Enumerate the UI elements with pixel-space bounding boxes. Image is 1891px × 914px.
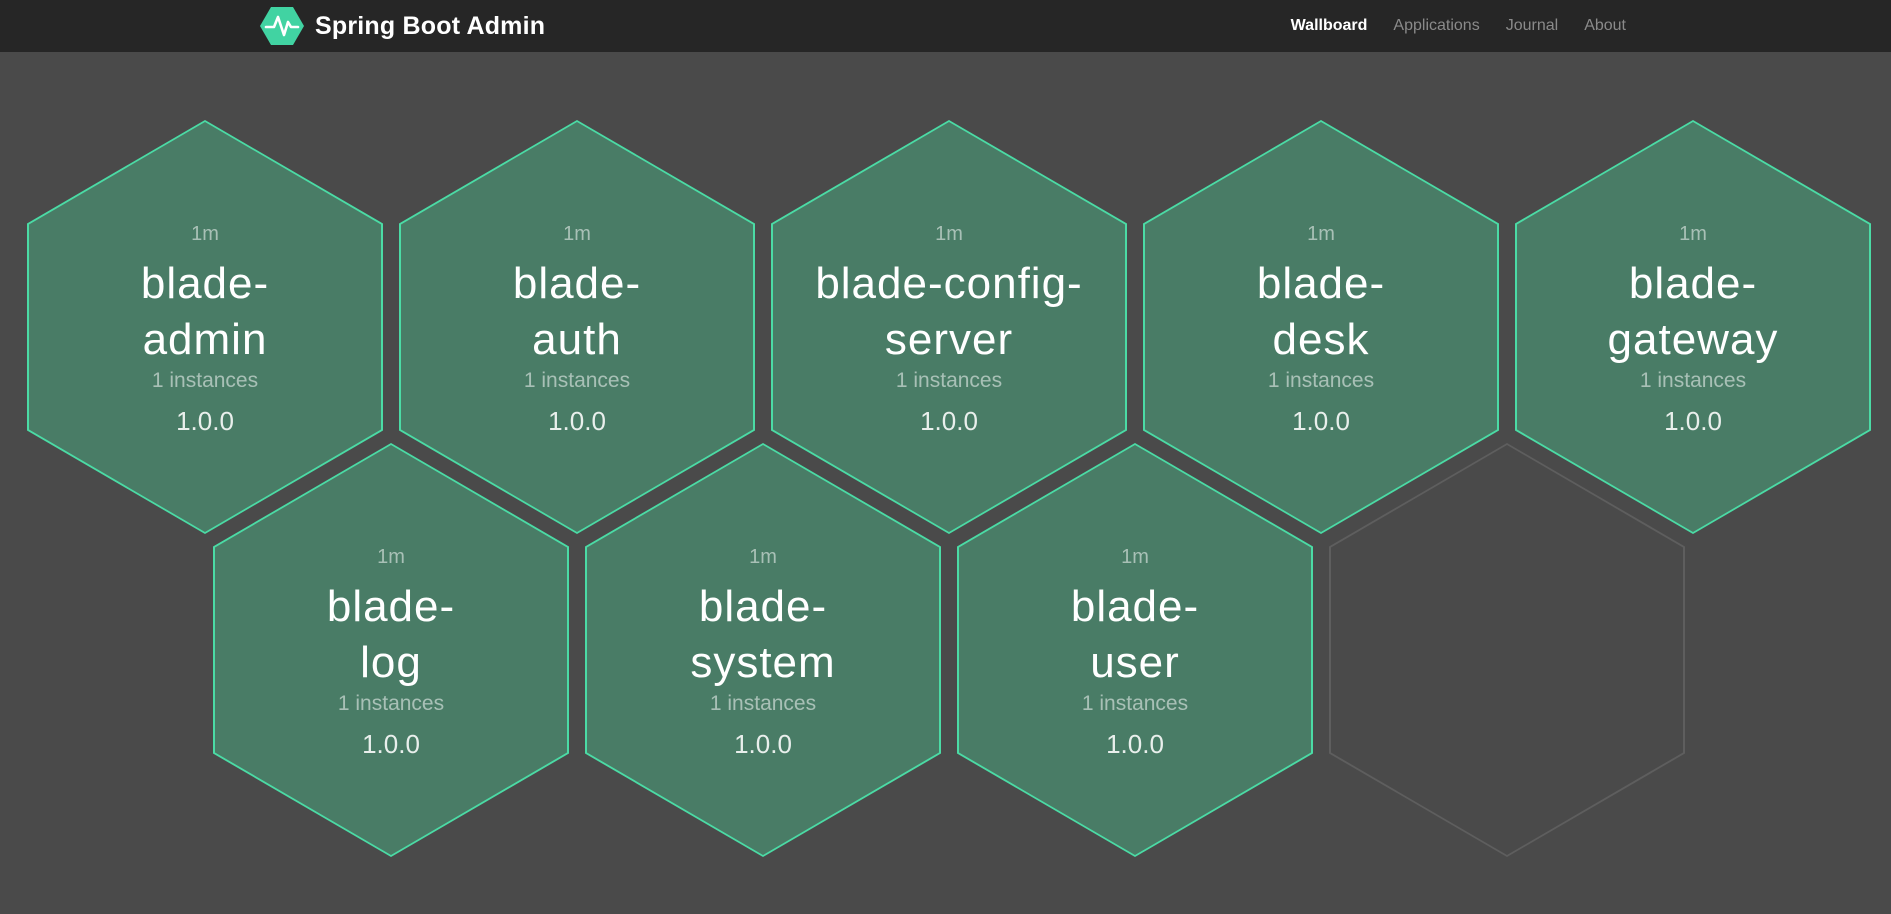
app-name: blade-user bbox=[959, 579, 1311, 691]
uptime-label: 1m bbox=[935, 223, 963, 245]
app-version: 1.0.0 bbox=[734, 729, 792, 759]
app-name: blade-desk bbox=[1145, 256, 1497, 368]
app-name-line2: log bbox=[360, 638, 422, 687]
instances-count: 1 instances bbox=[151, 369, 259, 392]
app-name: blade-system bbox=[587, 579, 939, 691]
app-version: 1.0.0 bbox=[1292, 406, 1350, 436]
app-name-line1: blade- bbox=[1070, 582, 1200, 631]
app-name: blade-admin bbox=[29, 256, 381, 368]
app-name-line2: gateway bbox=[1607, 315, 1779, 364]
app-header: Spring Boot Admin Wallboard Applications J… bbox=[0, 0, 1891, 52]
uptime-label: 1m bbox=[1679, 223, 1707, 245]
instances-count: 1 instances bbox=[523, 369, 631, 392]
uptime-label: 1m bbox=[1121, 546, 1149, 568]
app-name-line1: blade- bbox=[512, 259, 642, 308]
instances-count: 1 instances bbox=[1081, 692, 1189, 715]
app-name-line2: user bbox=[1090, 638, 1180, 687]
spring-boot-admin-logo-icon bbox=[260, 7, 304, 45]
app-name-line2: system bbox=[690, 638, 836, 687]
app-name: blade-gateway bbox=[1517, 256, 1869, 368]
app-name: blade-config-server bbox=[773, 256, 1125, 368]
app-version: 1.0.0 bbox=[362, 729, 420, 759]
main-nav: Wallboard Applications Journal About bbox=[1291, 17, 1626, 35]
app-name-line2: admin bbox=[142, 315, 268, 364]
app-title: Spring Boot Admin bbox=[315, 11, 546, 40]
nav-item-wallboard[interactable]: Wallboard bbox=[1290, 17, 1368, 34]
instances-count: 1 instances bbox=[1639, 369, 1747, 392]
instances-count: 1 instances bbox=[1267, 369, 1375, 392]
app-name-line2: desk bbox=[1272, 315, 1370, 364]
app-version: 1.0.0 bbox=[1664, 406, 1722, 436]
hexagon-tile-empty bbox=[1329, 443, 1685, 857]
nav-item-about[interactable]: About bbox=[1584, 17, 1626, 34]
app-version: 1.0.0 bbox=[548, 406, 606, 436]
uptime-label: 1m bbox=[563, 223, 591, 245]
app-name-line2: auth bbox=[532, 315, 622, 364]
nav-item-journal[interactable]: Journal bbox=[1505, 17, 1559, 34]
app-name-line2: server bbox=[884, 315, 1014, 364]
brand[interactable]: Spring Boot Admin bbox=[260, 6, 545, 46]
instances-count: 1 instances bbox=[895, 369, 1003, 392]
instances-count: 1 instances bbox=[709, 692, 817, 715]
app-version: 1.0.0 bbox=[920, 406, 978, 436]
uptime-label: 1m bbox=[377, 546, 405, 568]
app-version: 1.0.0 bbox=[1106, 729, 1164, 759]
app-name-line1: blade- bbox=[326, 582, 456, 631]
app-name-line1: blade-config- bbox=[815, 259, 1083, 308]
nav-item-applications[interactable]: Applications bbox=[1393, 17, 1480, 34]
app-name: blade-auth bbox=[401, 256, 753, 368]
app-name-line1: blade- bbox=[1628, 259, 1758, 308]
app-name: blade-log bbox=[215, 579, 567, 691]
uptime-label: 1m bbox=[191, 223, 219, 245]
instances-count: 1 instances bbox=[337, 692, 445, 715]
app-version: 1.0.0 bbox=[176, 406, 234, 436]
app-name-line1: blade- bbox=[140, 259, 270, 308]
app-name-line1: blade- bbox=[698, 582, 828, 631]
uptime-label: 1m bbox=[1307, 223, 1335, 245]
uptime-label: 1m bbox=[749, 546, 777, 568]
app-name-line1: blade- bbox=[1256, 259, 1386, 308]
